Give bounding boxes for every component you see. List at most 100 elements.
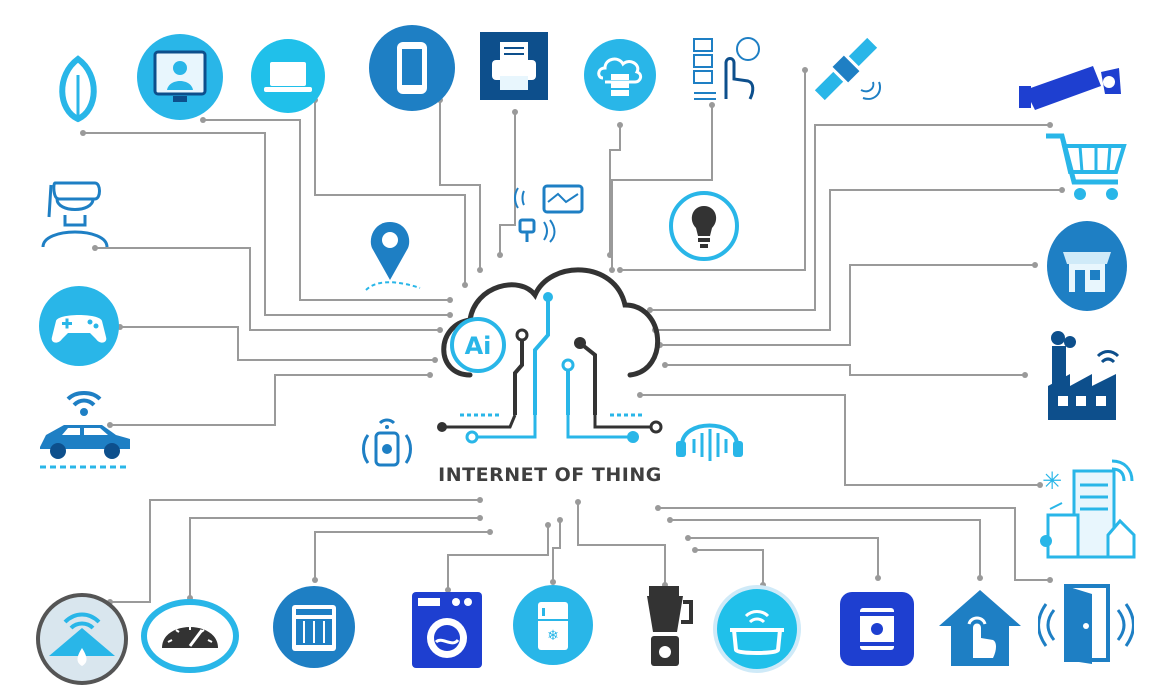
connector-line (611, 105, 713, 270)
smart-home-icon (935, 584, 1025, 670)
connector-endpoint (447, 297, 453, 303)
connector-endpoint (487, 529, 493, 535)
connector-endpoint (1037, 482, 1043, 488)
connector-endpoint (637, 392, 643, 398)
connector-endpoint (1032, 262, 1038, 268)
connector-endpoint (662, 362, 668, 368)
connector-line (189, 517, 480, 598)
connector-endpoint (609, 267, 615, 273)
store-icon (1045, 220, 1129, 312)
cloud-server-icon (583, 38, 658, 113)
connector-endpoint (447, 312, 453, 318)
vr-headset-icon (35, 165, 120, 250)
connector-endpoint (1022, 372, 1028, 378)
connector-line (447, 525, 549, 590)
connector-line (665, 364, 1025, 376)
connector-line (688, 537, 879, 578)
speedometer-icon (140, 598, 240, 673)
connector-line (110, 499, 480, 603)
connector-endpoint (647, 307, 653, 313)
connector-endpoint (709, 102, 715, 108)
voice-assistant-icon (672, 405, 747, 467)
refrigerator-icon: ❄ (512, 584, 594, 666)
smart-meter-icon (838, 590, 916, 668)
connector-endpoint (427, 372, 433, 378)
connector-endpoint (445, 587, 451, 593)
connector-endpoint (312, 577, 318, 583)
connector-line (655, 189, 1062, 331)
connector-line (609, 125, 621, 255)
connector-endpoint (92, 245, 98, 251)
shopping-cart-icon (1040, 128, 1130, 208)
diagram-title: INTERNET OF THING (438, 464, 662, 486)
leaf-icon (50, 55, 105, 125)
connector-endpoint (692, 547, 698, 553)
blender-icon (635, 582, 695, 670)
connector-endpoint (977, 575, 983, 581)
smart-water-icon (35, 592, 130, 687)
satellite-icon (805, 28, 887, 110)
smartphone-icon (368, 24, 456, 112)
connector-line (314, 100, 466, 285)
connector-line (650, 124, 1050, 311)
connector-line (439, 100, 481, 270)
touch-interface-icon (690, 35, 765, 105)
connector-endpoint (477, 497, 483, 503)
connector-endpoint (107, 422, 113, 428)
connector-endpoint (477, 515, 483, 521)
connector-line (577, 502, 666, 585)
connector-endpoint (1059, 187, 1065, 193)
connector-line (670, 519, 981, 578)
gamepad-icon (38, 285, 120, 367)
connector-line (203, 119, 450, 301)
security-camera-icon (1015, 58, 1125, 118)
wireless-device-icon (352, 405, 422, 475)
location-pin-icon (358, 218, 428, 298)
smart-cooker-icon (712, 584, 802, 674)
ai-cloud-icon: Ai (430, 255, 670, 465)
connector-line (95, 247, 440, 331)
connector-endpoint (432, 357, 438, 363)
connector-endpoint (667, 517, 673, 523)
connector-endpoint (557, 517, 563, 523)
telemedicine-icon (135, 32, 225, 122)
snowflake-icon: ✳ (1042, 467, 1062, 495)
connector-line (658, 507, 1050, 581)
connector-endpoint (1047, 577, 1053, 583)
connector-endpoint (875, 575, 881, 581)
light-bulb-icon (668, 190, 740, 262)
washing-machine-icon (410, 590, 484, 670)
connector-line (552, 520, 561, 582)
connector-endpoint (200, 117, 206, 123)
connector-line (620, 70, 806, 271)
connector-endpoint (512, 109, 518, 115)
smart-city-icon: ✳ (1028, 455, 1138, 565)
printer-icon (478, 30, 550, 102)
ai-badge: Ai (465, 332, 492, 360)
sensor-icon (510, 180, 590, 250)
connector-line (499, 112, 516, 255)
connector-endpoint (655, 505, 661, 511)
connector-endpoint (685, 535, 691, 541)
connector-line (314, 531, 490, 580)
connector-endpoint (617, 122, 623, 128)
connector-line (695, 549, 764, 585)
snowflake-icon: ❄ (547, 628, 559, 644)
connector-endpoint (80, 130, 86, 136)
factory-icon (1040, 328, 1125, 423)
connected-car-icon (32, 385, 137, 475)
connector-line (660, 264, 1035, 346)
connector-line (83, 132, 450, 316)
connector-endpoint (1047, 122, 1053, 128)
smart-door-icon (1038, 580, 1134, 666)
connector-endpoint (550, 579, 556, 585)
connector-endpoint (497, 252, 503, 258)
laptop-icon (250, 38, 326, 114)
connector-endpoint (617, 267, 623, 273)
connector-endpoint (437, 327, 443, 333)
connector-endpoint (477, 267, 483, 273)
connector-endpoint (575, 499, 581, 505)
connector-line (640, 394, 1040, 486)
